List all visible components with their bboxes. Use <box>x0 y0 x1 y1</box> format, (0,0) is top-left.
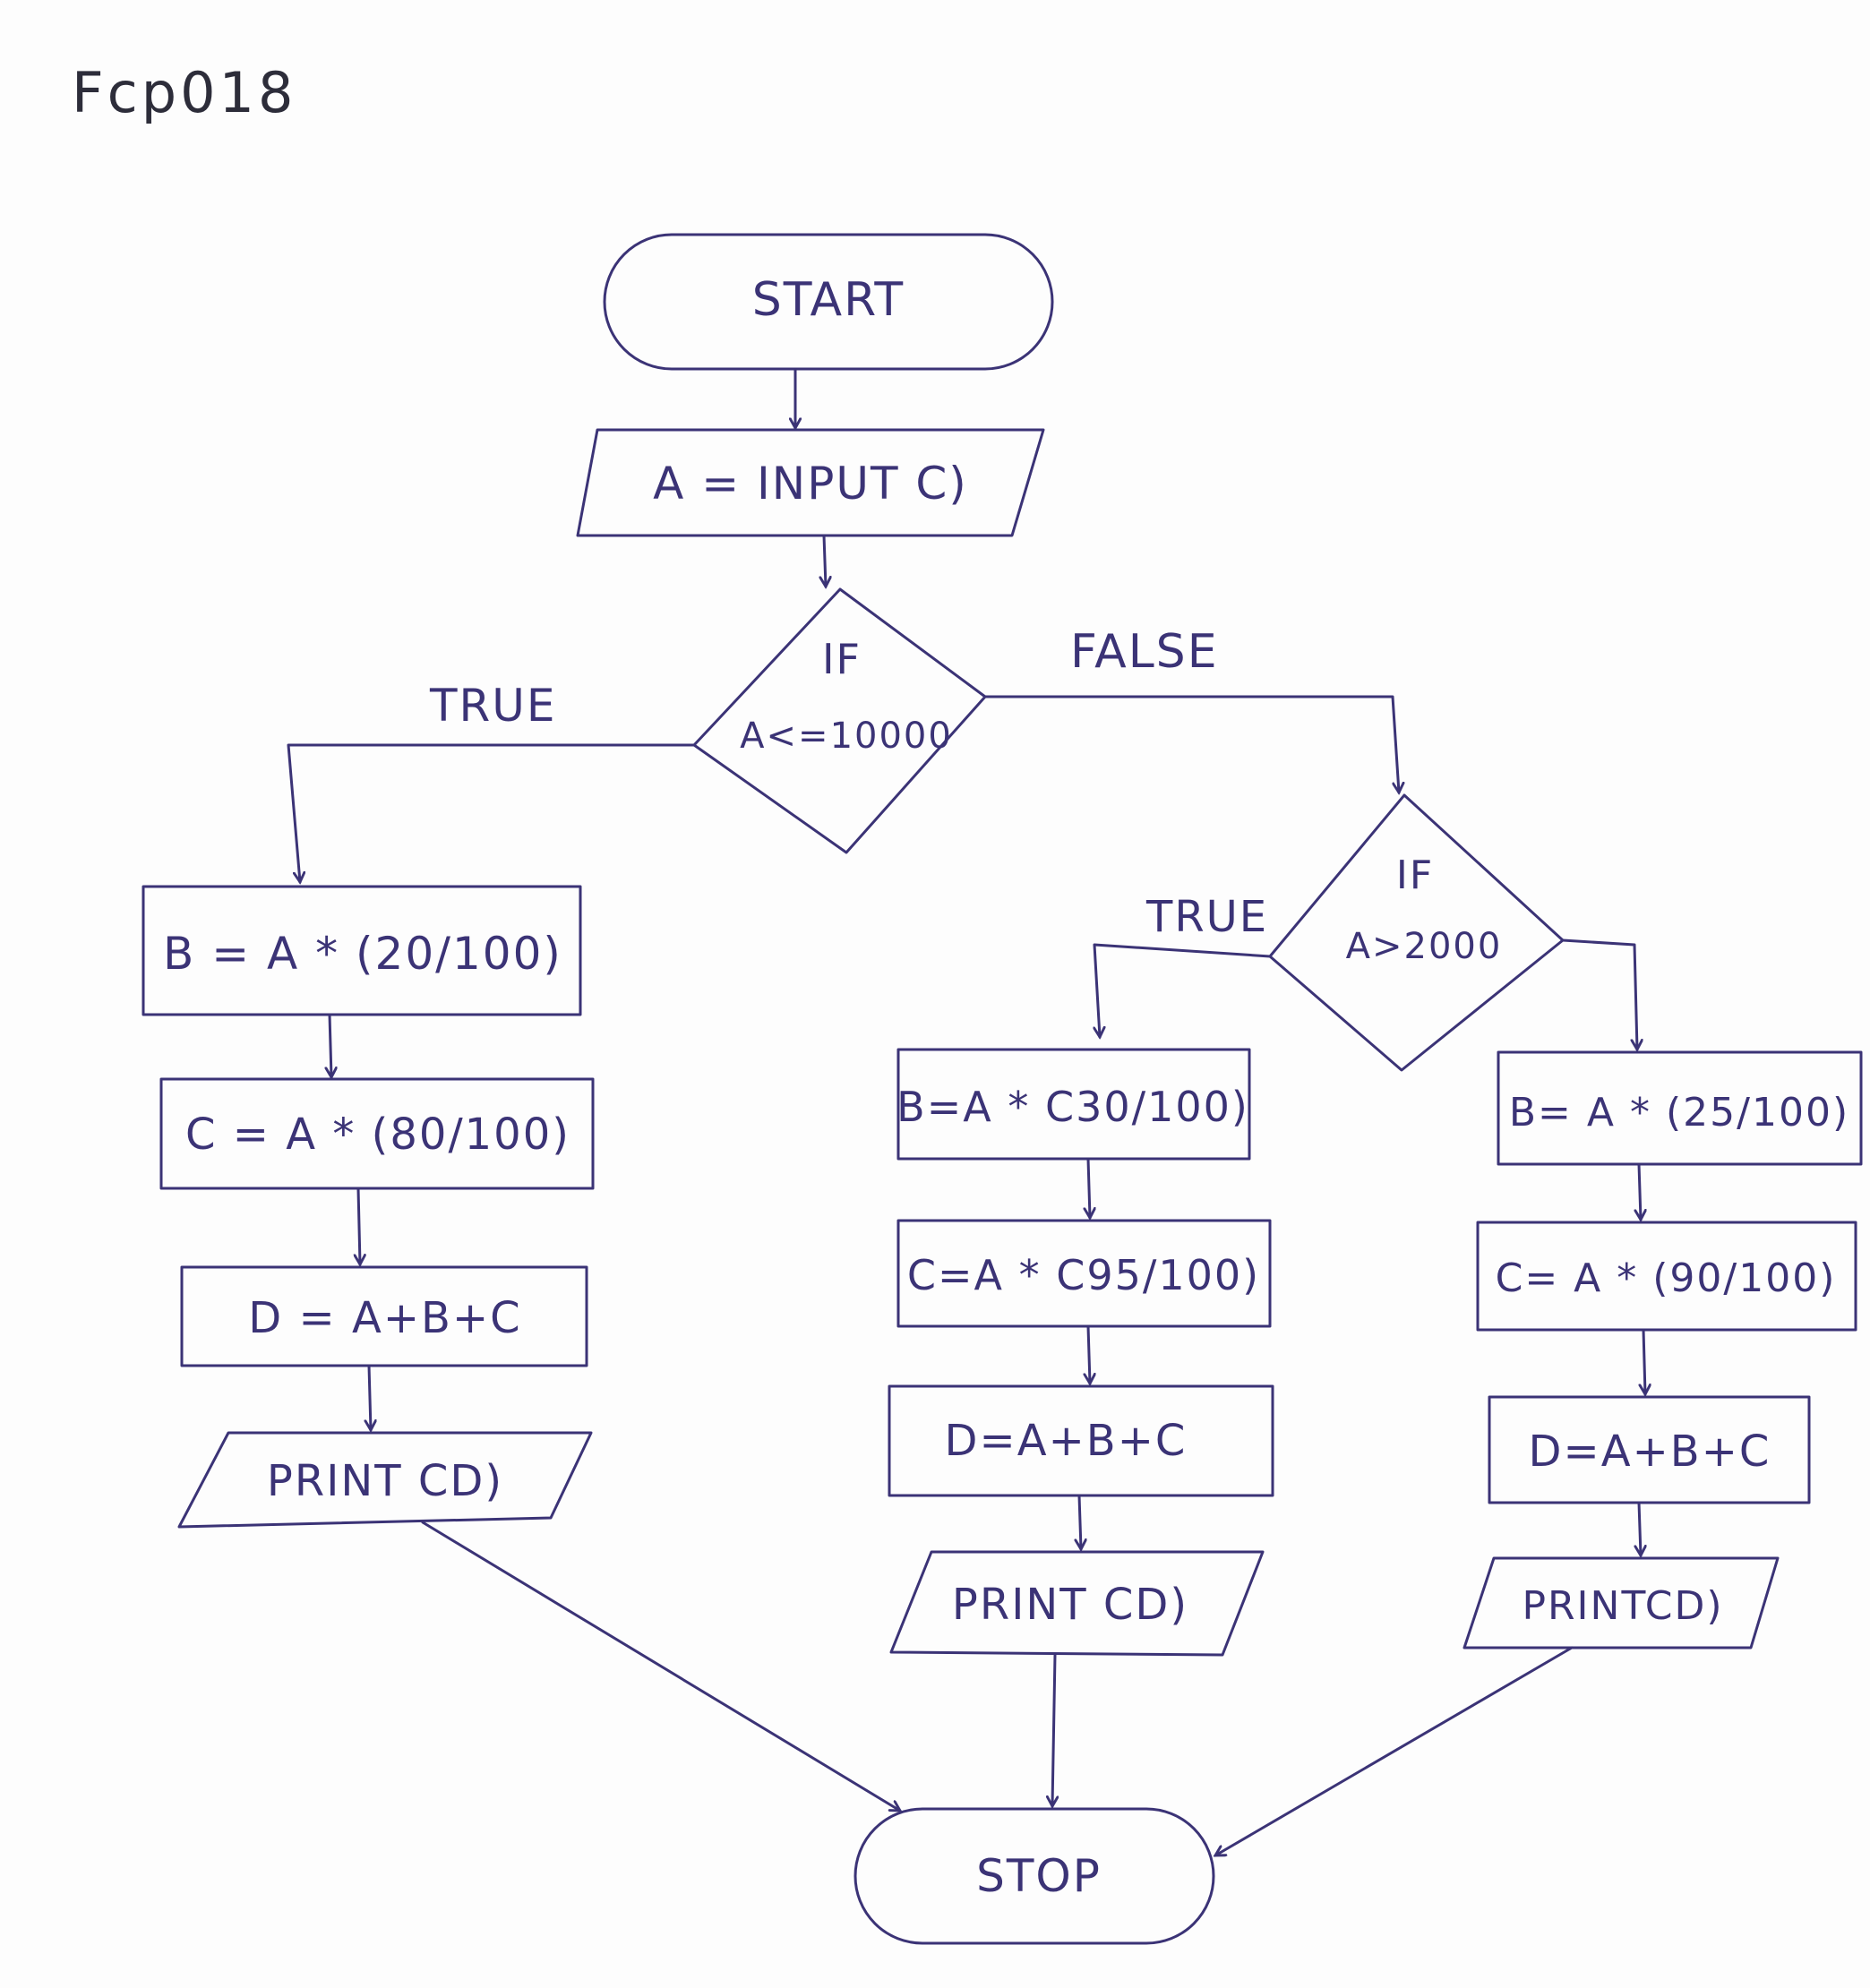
decision-2-line1: IF <box>1396 853 1434 898</box>
false-path-2 <box>1561 938 1637 1050</box>
right-b-label: B= A * (25/100) <box>1509 1090 1849 1135</box>
flow-arrow <box>1088 1324 1090 1384</box>
left-print-label: PRINT CD) <box>267 1456 503 1506</box>
flow-arrow <box>358 1187 360 1264</box>
input-label: A = INPUT C) <box>653 458 968 510</box>
start-terminal <box>603 233 1054 371</box>
middle-output-parallelogram <box>889 1550 1265 1657</box>
input-parallelogram <box>576 428 1045 537</box>
left-b-label: B = A * (20/100) <box>163 928 562 980</box>
middle-process-d <box>888 1384 1274 1497</box>
left-c-label: C = A * (80/100) <box>185 1110 570 1160</box>
true-path-1 <box>287 743 696 882</box>
right-process-c <box>1476 1221 1857 1332</box>
flow-arrow <box>824 534 826 587</box>
document-code: Fcp018 <box>72 60 296 125</box>
decision-diamond-2 <box>1268 793 1565 1072</box>
false-label-1: FALSE <box>1070 625 1219 679</box>
middle-b-label: B=A * C30/100) <box>896 1083 1249 1131</box>
true-path-2 <box>1094 943 1272 1037</box>
middle-process-b <box>896 1048 1251 1161</box>
middle-d-label: D=A+B+C <box>945 1416 1188 1466</box>
left-process-b <box>142 885 582 1016</box>
left-process-c <box>159 1077 595 1190</box>
middle-c-label: C=A * C95/100) <box>907 1251 1260 1299</box>
stop-label: STOP <box>976 1850 1102 1902</box>
decision-1-line2: A<=10000 <box>740 716 953 757</box>
right-process-b <box>1497 1050 1863 1166</box>
flow-arrow <box>1639 1501 1641 1555</box>
flow-arrow <box>369 1364 371 1430</box>
left-process-d <box>180 1265 588 1367</box>
decision-2-line2: A>2000 <box>1346 926 1503 967</box>
right-d-label: D=A+B+C <box>1529 1427 1771 1477</box>
flow-arrow <box>1079 1494 1081 1549</box>
flow-arrow <box>1639 1162 1641 1220</box>
flow-arrow <box>330 1013 331 1077</box>
left-d-label: D = A+B+C <box>248 1293 521 1343</box>
false-path-1 <box>983 695 1399 793</box>
flow-arrow <box>1088 1157 1090 1218</box>
flow-arrow <box>421 1521 900 1811</box>
decision-1-line1: IF <box>822 635 862 683</box>
decision-diamond-1 <box>692 587 987 854</box>
middle-process-c <box>896 1219 1272 1328</box>
right-process-d <box>1488 1395 1811 1504</box>
right-print-label: PRINTCD) <box>1522 1583 1723 1629</box>
stop-terminal <box>854 1807 1215 1945</box>
flow-arrow <box>1643 1328 1645 1394</box>
flow-arrow <box>1052 1653 1055 1806</box>
start-label: START <box>752 273 905 327</box>
right-output-parallelogram <box>1463 1556 1780 1650</box>
right-c-label: C= A * (90/100) <box>1496 1255 1837 1301</box>
true-label-2: TRUE <box>1145 892 1268 942</box>
left-output-parallelogram <box>177 1431 593 1529</box>
true-label-1: TRUE <box>429 680 556 732</box>
flow-arrow <box>1215 1646 1574 1855</box>
middle-print-label: PRINT CD) <box>952 1580 1188 1630</box>
